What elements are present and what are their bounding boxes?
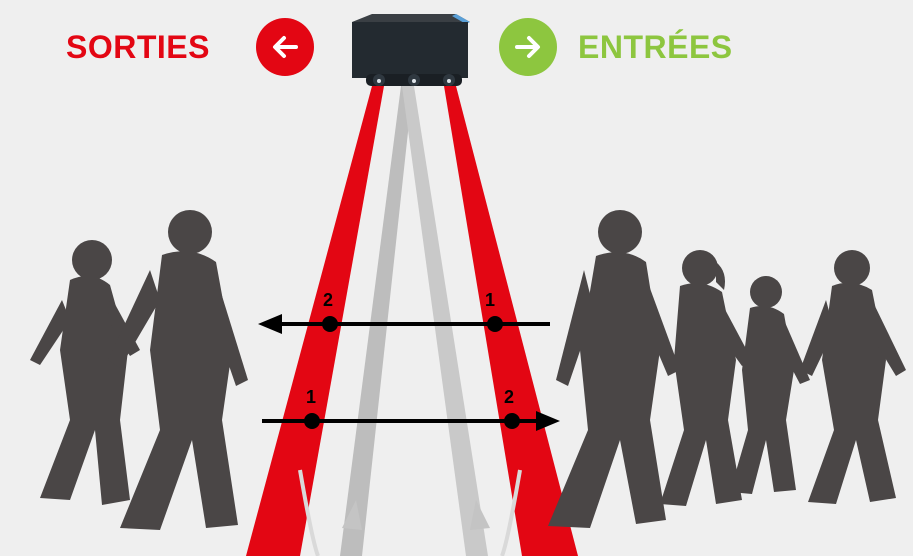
left-red-beam — [246, 86, 384, 556]
left-walking-silhouettes — [30, 210, 248, 530]
marker-number-bottom-right: 2 — [504, 387, 515, 407]
exits-label: SORTIES — [66, 29, 210, 65]
right-grey-beam — [402, 86, 488, 556]
arrow-left-icon — [273, 36, 298, 58]
right-bottom-arrowhead — [470, 500, 490, 530]
marker-number-bottom-left: 1 — [306, 387, 317, 407]
crossing-dot-top-right — [487, 316, 503, 332]
crossing-dot-bottom-left — [304, 413, 320, 429]
left-bottom-arrowhead — [342, 500, 362, 530]
exit-direction-arrow — [258, 314, 550, 334]
marker-number-top-right: 1 — [485, 290, 496, 310]
crossing-dot-top-left — [322, 316, 338, 332]
right-red-beam — [444, 86, 578, 556]
left-grey-beam — [340, 86, 413, 556]
exit-arrow-icon — [256, 18, 314, 76]
right-walking-silhouettes — [548, 210, 906, 528]
entry-arrow-icon — [499, 18, 557, 76]
arrow-right-icon — [515, 36, 540, 58]
left-curve-stroke — [298, 469, 320, 556]
crossing-dot-bottom-right — [504, 413, 520, 429]
entries-label: ENTRÉES — [578, 29, 733, 65]
sensor-device — [352, 14, 470, 86]
marker-number-top-left: 2 — [323, 290, 334, 310]
right-curve-stroke — [500, 469, 522, 556]
